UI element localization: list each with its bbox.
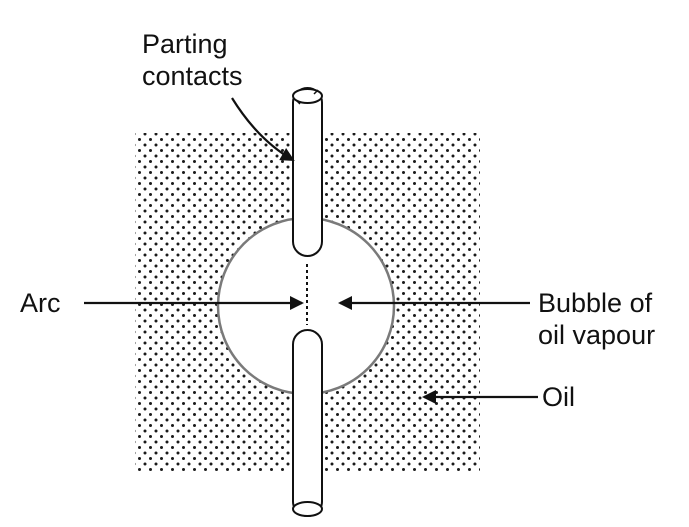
parting-contacts-label: Parting contacts bbox=[142, 28, 243, 92]
bubble-label: Bubble of oil vapour bbox=[538, 287, 655, 351]
parting-contacts-leader-arrow bbox=[231, 97, 295, 161]
upper-contact-rod bbox=[292, 87, 323, 257]
oil-label: Oil bbox=[542, 382, 575, 412]
bubble-label-line2: oil vapour bbox=[538, 320, 656, 350]
parting-contacts-label-line1: Parting bbox=[142, 29, 228, 59]
parting-contacts-label-line2: contacts bbox=[142, 61, 243, 91]
lower-contact-rod bbox=[292, 329, 323, 517]
bubble-label-line1: Bubble of bbox=[538, 288, 653, 318]
arc-label: Arc bbox=[20, 288, 61, 318]
